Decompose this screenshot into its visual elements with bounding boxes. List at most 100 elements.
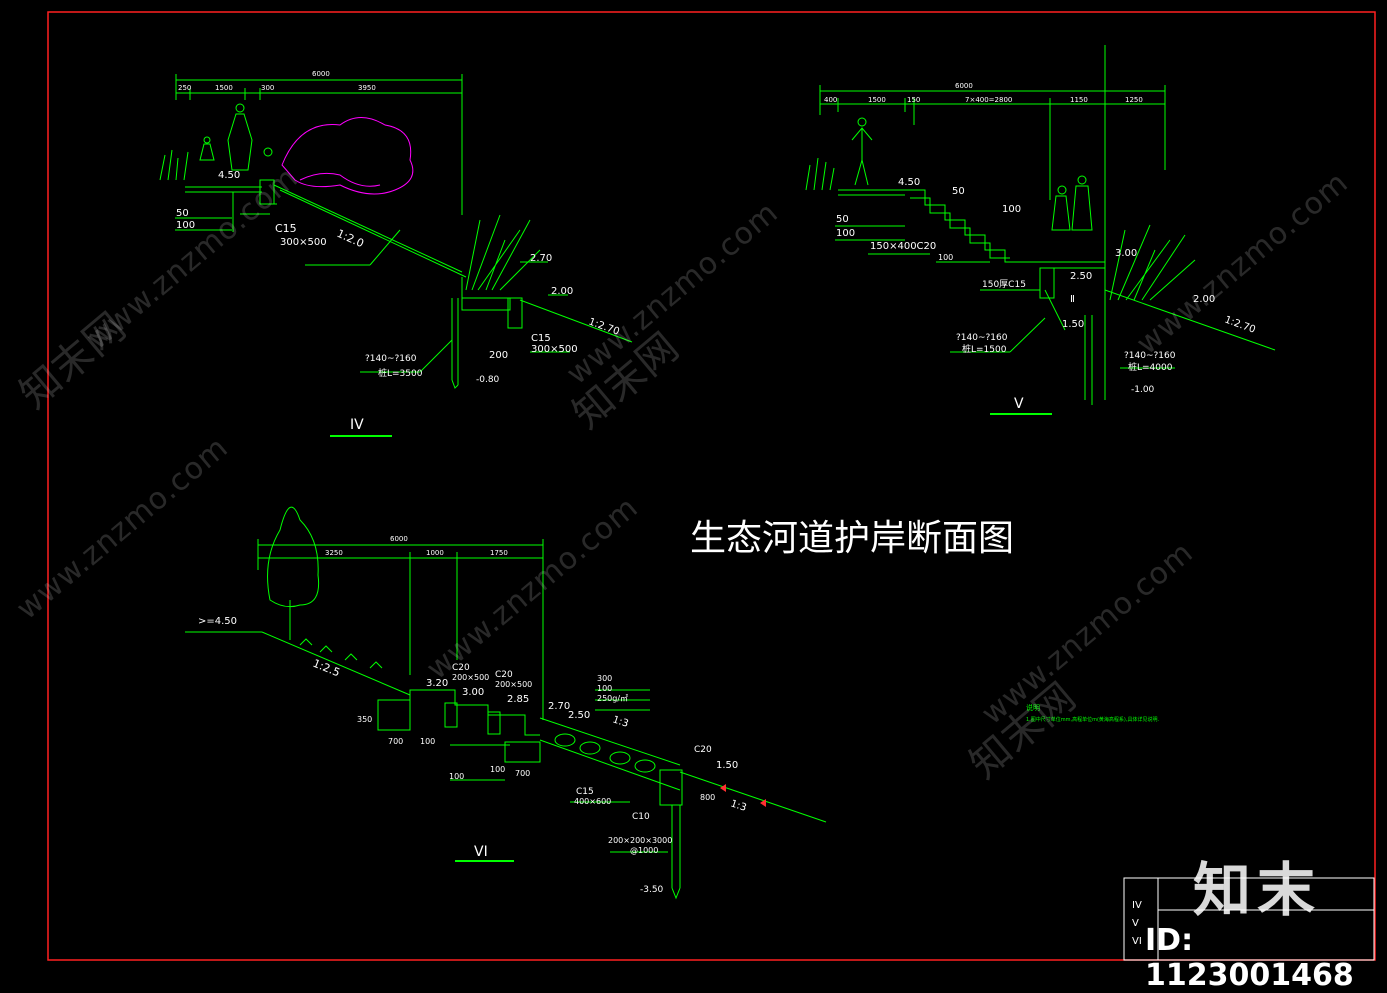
v-note-2: 50 [836,214,849,225]
vi-elev-d: 2.70 [548,701,570,712]
iv-dim-total: 6000 [312,70,330,78]
v-dim-5: 1150 [1070,96,1088,104]
v-elev-c: 2.00 [1193,294,1215,305]
vi-note-20: 800 [700,793,715,802]
vi-note-4: 200×500 [495,680,532,689]
vi-slope-b: 1:3 [611,714,630,729]
vi-note-2: 200×500 [452,673,489,682]
iv-dim-3: 300 [261,84,274,92]
iv-note-5: C15 [531,333,551,344]
vi-label: VI [474,844,488,860]
iv-label: IV [350,417,364,433]
v-slope-low: 1:2.70 [1223,314,1257,335]
v-dim-4: 7×400=2800 [965,96,1012,104]
v-note-7: 150厚C15 [982,279,1026,290]
section-vi [185,506,827,900]
vi-note-11: C10 [632,812,650,822]
vi-note-16: 100 [420,737,435,746]
v-elev-b: 3.00 [1115,248,1137,259]
note-heading: 说明 [1026,703,1040,712]
vi-note-15: 700 [515,769,530,778]
vi-note-7: 250g/㎡ [597,694,628,703]
section-iv [159,74,633,437]
section-vi-markers [720,784,766,807]
iv-elev-top: 4.50 [218,170,240,181]
vi-note-13: @1000 [630,846,658,855]
v-note-8: ?140~?160 [956,333,1008,343]
v-dim-1: 400 [824,96,837,104]
note-line: 1.图中尺寸单位mm,高程单位m(黄海高程系),具体详见说明. [1026,716,1159,723]
vi-note-1: C20 [452,663,470,673]
vi-elev-a: 3.20 [426,678,448,689]
vi-dim-3: 1750 [490,549,508,557]
v-note-5: 150×400C20 [870,241,936,252]
iv-note-4: 300×500 [280,237,327,248]
iv-dim-2: 1500 [215,84,233,92]
iv-dim-4: 3950 [358,84,376,92]
vi-dim-1: 3250 [325,549,343,557]
iv-note-6: 300×500 [531,344,578,355]
vi-note-6: 100 [597,684,612,693]
v-note-4: 100 [836,228,855,239]
v-dim-6: 1250 [1125,96,1143,104]
v-note-10: ?140~?160 [1124,351,1176,361]
v-elev-d: 1.50 [1062,319,1084,330]
vi-elev-e: 2.50 [568,710,590,721]
vi-elev-pile: -3.50 [640,885,664,895]
vi-elev-top: >=4.50 [198,616,237,627]
brand-logo: 知末 [1193,856,1322,924]
section-v [805,45,1276,415]
iv-elev-pile: -0.80 [476,375,500,385]
iv-dim-1: 250 [178,84,191,92]
iv-note-3: C15 [275,222,297,235]
iv-elev-mid: 2.70 [530,253,552,264]
iv-slope-main: 1:2.0 [335,227,366,250]
vi-dim-2: 1000 [426,549,444,557]
labels: 6000 250 1500 300 3950 4.50 50 100 C15 3… [176,70,1257,895]
iv-elev-low: 2.00 [551,286,573,297]
iv-note-8: ?140~?160 [365,354,417,364]
vi-elev-c: 2.85 [507,694,529,705]
v-elev-top: 4.50 [898,177,920,188]
vi-note-8: C15 [576,787,594,797]
vi-note-5: 300 [597,674,612,683]
vi-slope-c: 1:3 [729,798,748,813]
v-note-12: Ⅱ [1070,294,1075,305]
title-block-row-2: V [1132,918,1139,929]
v-note-3: 100 [1002,204,1021,215]
vi-slope-a: 1:2.5 [311,657,342,680]
v-note-11: 桩L=4000 [1128,361,1173,373]
resource-id: ID: 1123001468 [1145,923,1354,993]
vi-note-10: C20 [694,745,712,755]
v-dim-2: 1500 [868,96,886,104]
v-elev-pile: -1.00 [1131,385,1155,395]
v-label: V [1014,396,1024,412]
main-title: 生态河道护岸断面图 [690,518,1014,559]
iv-note-9: 桩L=3500 [378,367,423,379]
iv-note-7: 200 [489,350,508,361]
vi-note-14: 700 [388,737,403,746]
vi-elev-f: 1.50 [716,760,738,771]
title-block-text: IV V VI [1132,900,1142,947]
iv-note-2: 100 [176,220,195,231]
vi-dim-total: 6000 [390,535,408,543]
title-block-row-1: IV [1132,900,1142,911]
vi-note-12: 200×200×3000 [608,836,672,845]
section-iv-shrub [281,117,414,195]
title-block-row-3: VI [1132,936,1142,947]
v-dim-3: 150 [907,96,920,104]
v-dim-total: 6000 [955,82,973,90]
v-note-1: 50 [952,186,965,197]
vi-note-3: C20 [495,670,513,680]
vi-note-19: 350 [357,715,372,724]
vi-note-18: 100 [490,765,505,774]
v-note-6: 100 [938,253,953,262]
title-block [1123,877,1375,961]
drawing-border [47,11,1376,961]
iv-note-1: 50 [176,208,189,219]
vi-note-9: 400×600 [574,797,611,806]
vi-elev-b: 3.00 [462,687,484,698]
v-note-9: 桩L=1500 [962,343,1007,355]
v-elev-a: 2.50 [1070,271,1092,282]
